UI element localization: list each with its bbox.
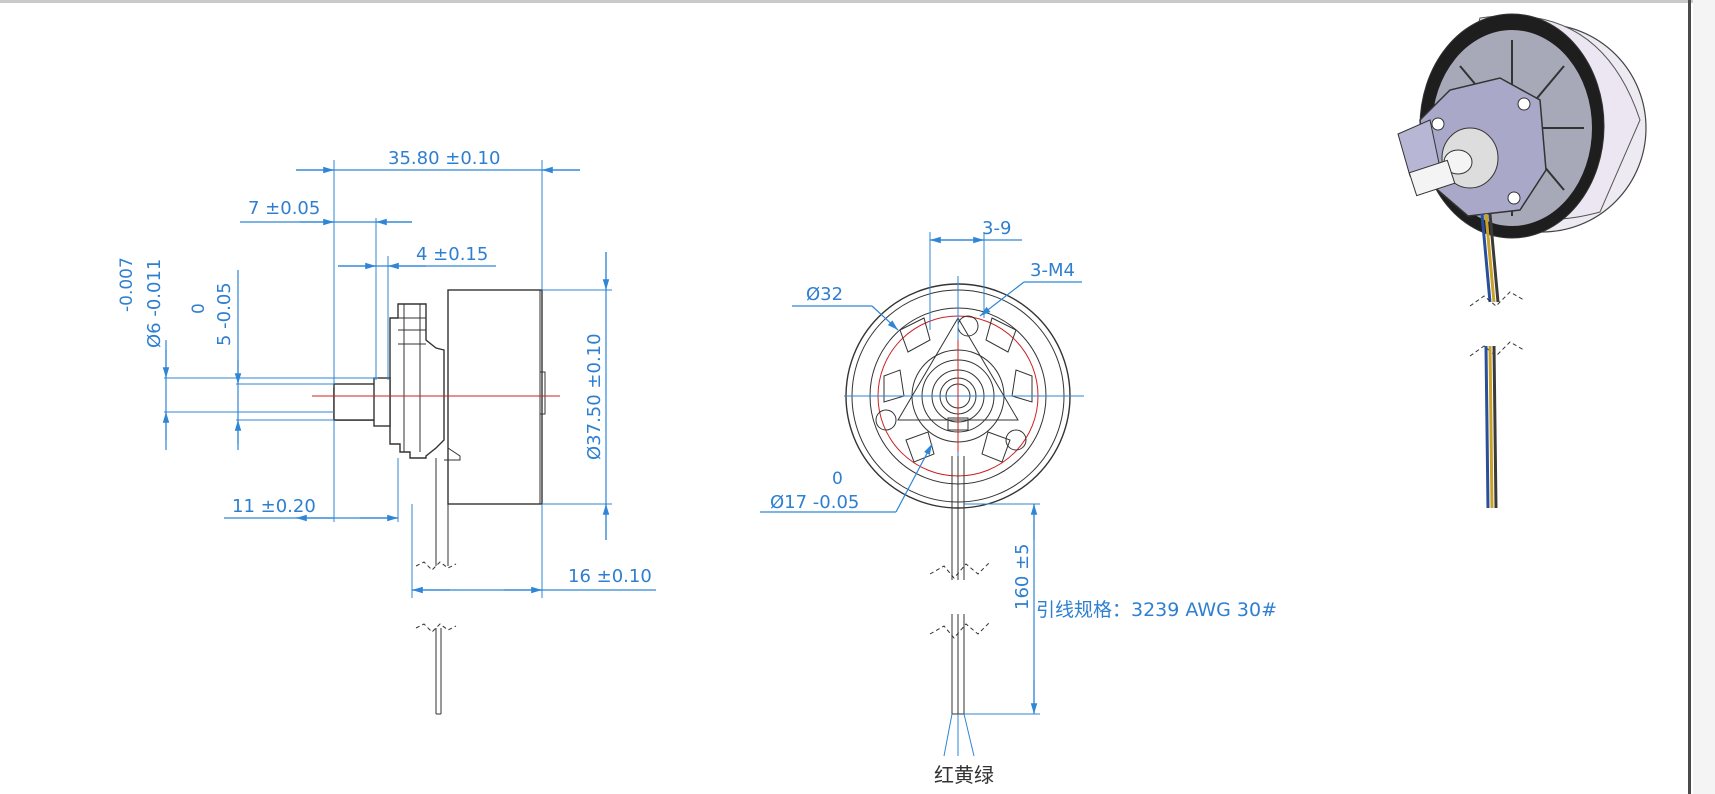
dim-thread: 3-M4 xyxy=(1030,260,1075,281)
dim-pitch-circle: Ø32 xyxy=(806,284,843,305)
dim-body-length: 16 ±0.10 xyxy=(568,566,652,587)
dim-flat-tol: 0 xyxy=(189,303,209,314)
dim-body-diameter: Ø37.50 ±0.10 xyxy=(584,333,605,460)
isometric-view xyxy=(1397,13,1647,509)
sheet-top-border xyxy=(0,0,1715,3)
dim-shaft-dia-tol: -0.007 xyxy=(117,257,137,312)
dim-shaft-diameter: Ø6 -0.011 xyxy=(144,259,165,348)
lead-spec-note: 引线规格：3239 AWG 30# xyxy=(1036,599,1277,621)
dim-flat: 5 -0.05 xyxy=(214,282,235,346)
dim-shaft-length: 11 ±0.20 xyxy=(232,496,316,517)
dim-hub-width: 4 ±0.15 xyxy=(416,244,488,265)
sheet-margin xyxy=(1693,0,1715,794)
dim-hole-pattern: 3-9 xyxy=(982,218,1011,239)
mount-flange xyxy=(389,303,445,459)
dim-total-length: 35.80 ±0.10 xyxy=(388,148,500,169)
dim-lead-length: 160 ±5 xyxy=(1012,543,1033,610)
wire-color-label: 红黄绿 xyxy=(934,763,994,787)
sheet-right-border xyxy=(1688,0,1691,794)
motor-body-outline xyxy=(447,289,543,505)
front-view: 红黄绿 3-9 3-M4 Ø32 0 Ø17 -0.05 xyxy=(760,218,1277,787)
side-view: 35.80 ±0.10 7 ±0.05 4 ±0.15 -0.007 Ø6 -0… xyxy=(117,148,656,715)
dim-shaft-step: 7 ±0.05 xyxy=(248,198,320,219)
dim-bore-tol: 0 xyxy=(832,469,843,489)
dim-bore: Ø17 -0.05 xyxy=(770,492,859,513)
